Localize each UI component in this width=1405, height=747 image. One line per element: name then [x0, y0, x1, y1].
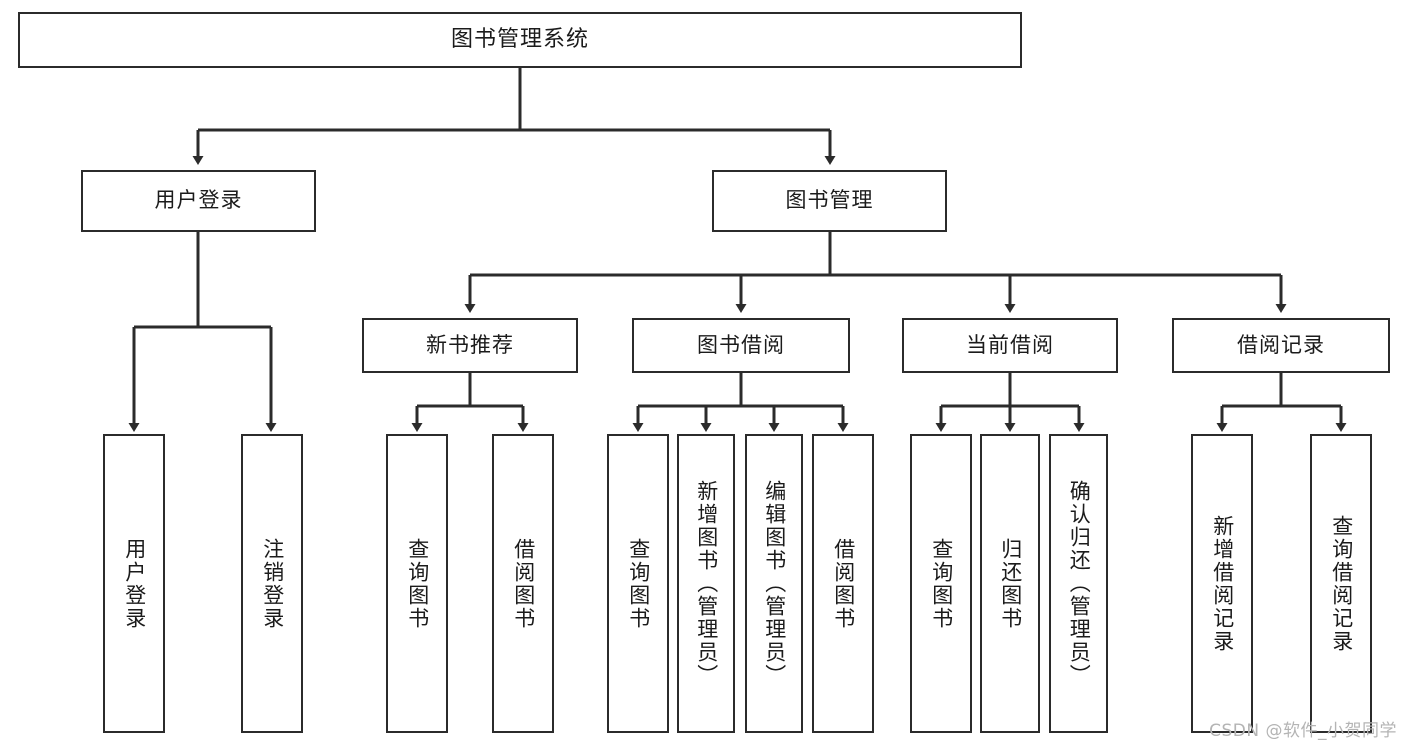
node-leaf-borrow-book-2-label: 借阅图书 [831, 537, 856, 630]
node-leaf-edit-book-label: 编辑图书（管理员） [762, 480, 787, 687]
node-leaf-confirm-return[interactable]: 确认归还（管理员） [1049, 434, 1108, 733]
node-leaf-user-login[interactable]: 用户登录 [103, 434, 165, 733]
node-leaf-borrow-book-2[interactable]: 借阅图书 [812, 434, 874, 733]
node-leaf-add-book[interactable]: 新增图书（管理员） [677, 434, 735, 733]
node-leaf-confirm-return-label: 确认归还（管理员） [1067, 480, 1092, 687]
node-current-borrow[interactable]: 当前借阅 [902, 318, 1118, 373]
node-leaf-logout-login-label: 注销登录 [260, 537, 285, 630]
node-leaf-borrow-book-1[interactable]: 借阅图书 [492, 434, 554, 733]
node-leaf-query-book-3-label: 查询图书 [929, 537, 954, 630]
node-leaf-user-login-label: 用户登录 [122, 537, 147, 630]
node-root[interactable]: 图书管理系统 [18, 12, 1022, 68]
watermark: CSDN @软件_小贺同学 [1209, 721, 1397, 741]
node-leaf-add-record[interactable]: 新增借阅记录 [1191, 434, 1253, 733]
node-leaf-query-book-2[interactable]: 查询图书 [607, 434, 669, 733]
node-new-book-rec[interactable]: 新书推荐 [362, 318, 578, 373]
node-borrow-record[interactable]: 借阅记录 [1172, 318, 1390, 373]
node-leaf-add-record-label: 新增借阅记录 [1210, 514, 1235, 653]
node-book-manage-label: 图书管理 [785, 188, 874, 213]
node-root-label: 图书管理系统 [450, 26, 589, 52]
node-book-manage[interactable]: 图书管理 [712, 170, 947, 232]
node-leaf-query-book-2-label: 查询图书 [626, 537, 651, 630]
node-user-login[interactable]: 用户登录 [81, 170, 316, 232]
node-leaf-logout-login[interactable]: 注销登录 [241, 434, 303, 733]
node-leaf-query-record[interactable]: 查询借阅记录 [1310, 434, 1372, 733]
node-book-borrow[interactable]: 图书借阅 [632, 318, 850, 373]
node-leaf-edit-book[interactable]: 编辑图书（管理员） [745, 434, 803, 733]
node-new-book-rec-label: 新书推荐 [426, 332, 514, 357]
node-leaf-borrow-book-1-label: 借阅图书 [511, 537, 536, 630]
node-book-borrow-label: 图书借阅 [697, 332, 785, 357]
node-current-borrow-label: 当前借阅 [966, 332, 1054, 357]
node-user-login-label: 用户登录 [154, 188, 243, 213]
node-leaf-query-book-3[interactable]: 查询图书 [910, 434, 972, 733]
node-leaf-add-book-label: 新增图书（管理员） [694, 480, 719, 687]
node-leaf-query-book-1-label: 查询图书 [405, 537, 430, 630]
node-borrow-record-label: 借阅记录 [1237, 332, 1325, 357]
node-leaf-return-book-label: 归还图书 [998, 537, 1023, 630]
node-leaf-return-book[interactable]: 归还图书 [980, 434, 1040, 733]
node-leaf-query-book-1[interactable]: 查询图书 [386, 434, 448, 733]
node-leaf-query-record-label: 查询借阅记录 [1329, 514, 1354, 653]
